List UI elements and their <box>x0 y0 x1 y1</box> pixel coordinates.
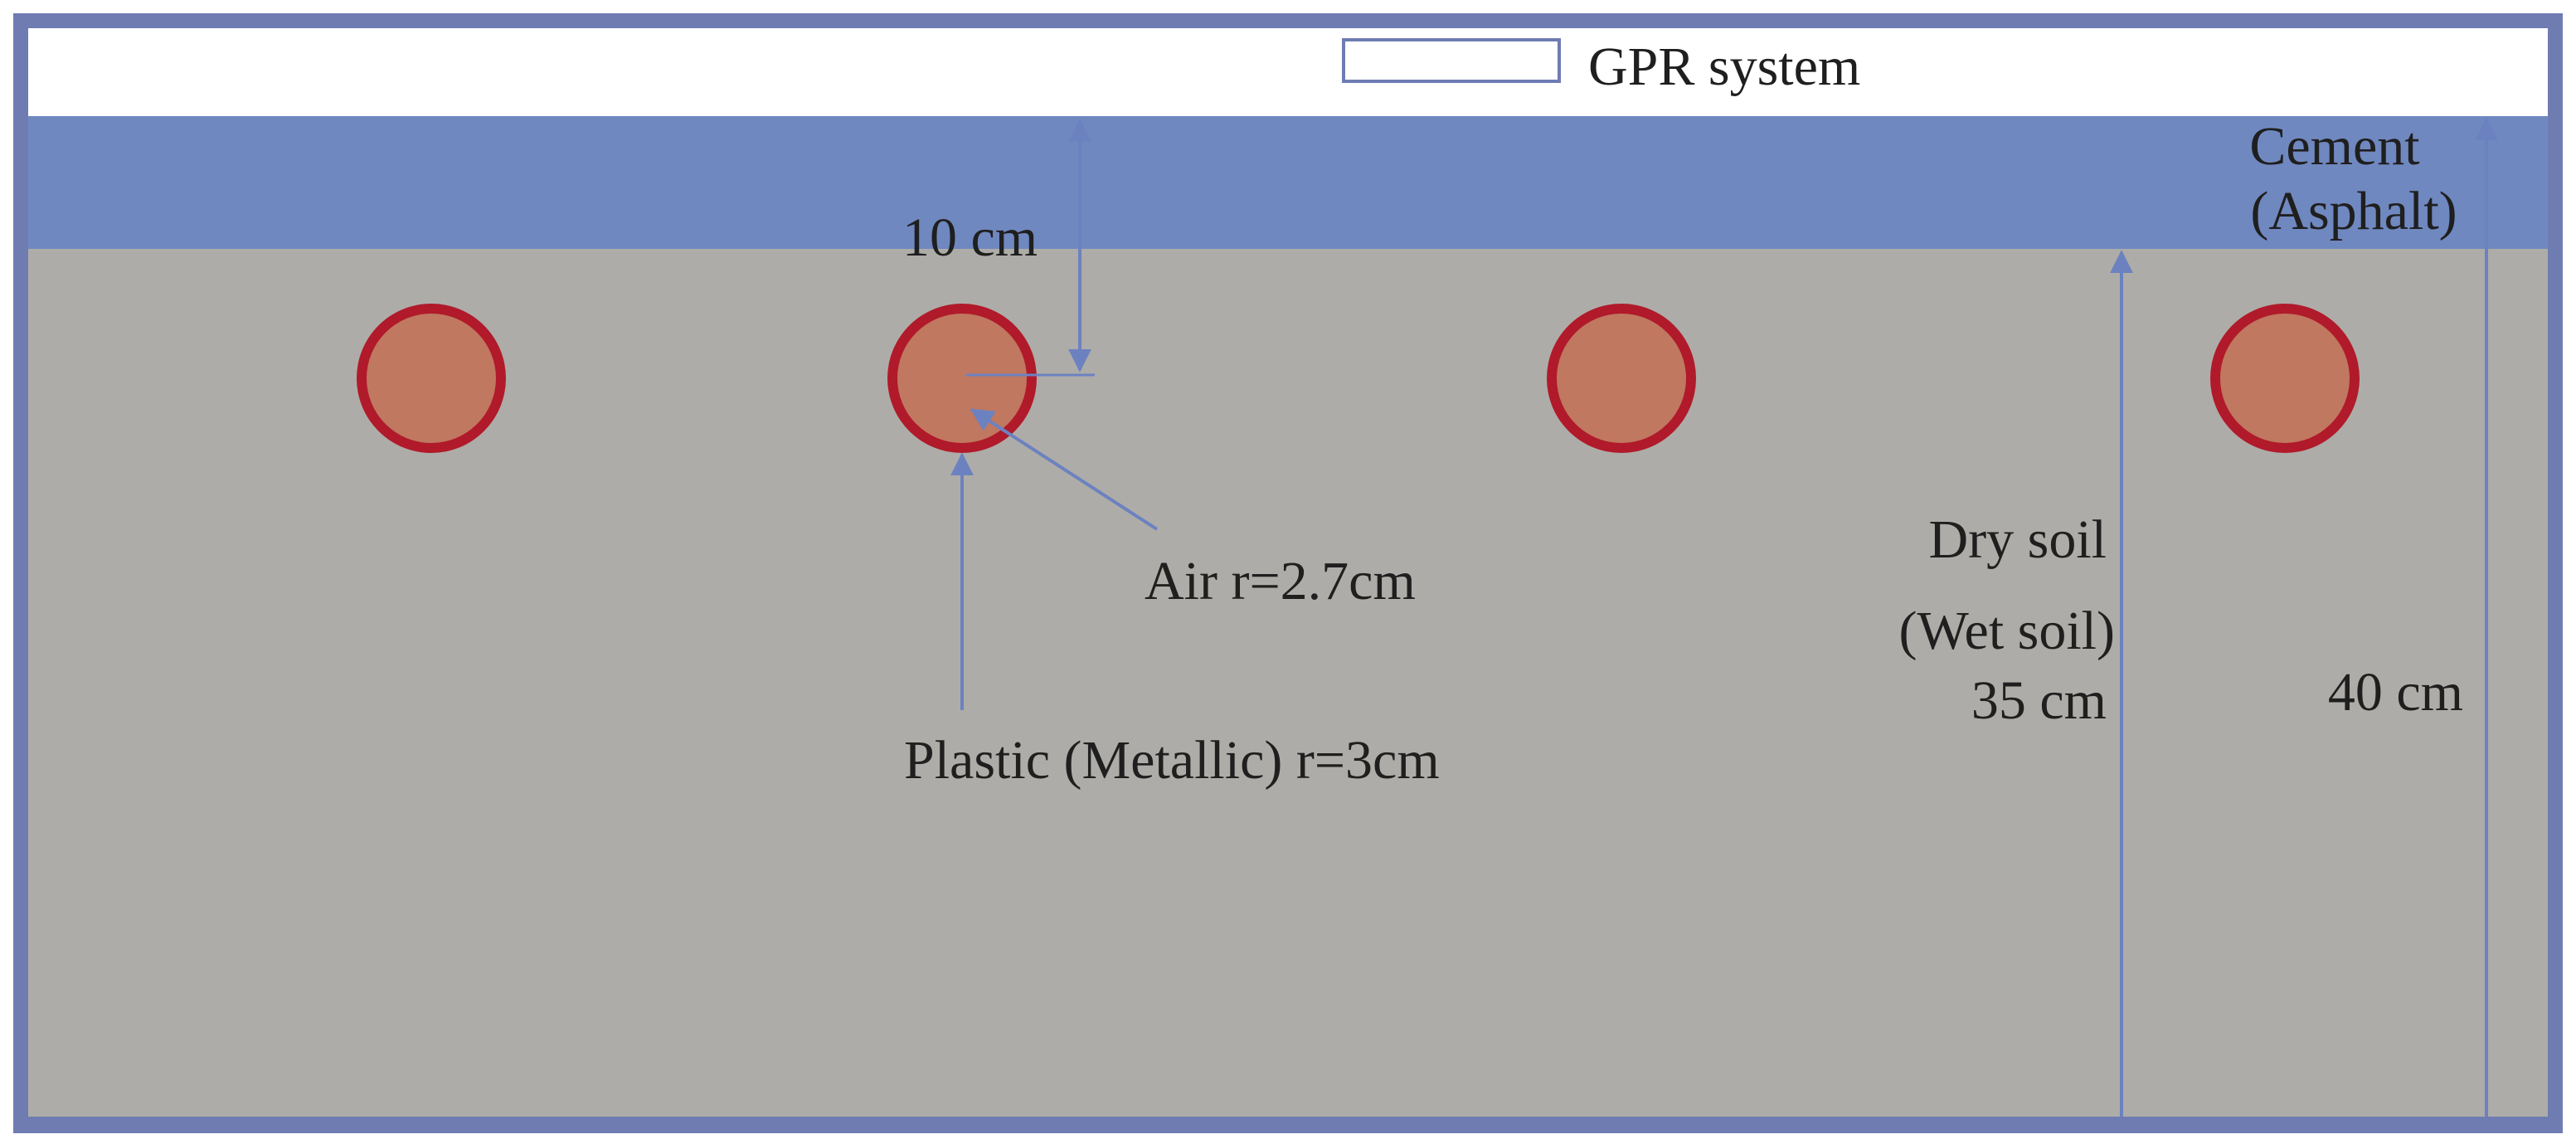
soil-label-line2: (Wet soil) <box>1899 601 2115 661</box>
pipe-2 <box>887 304 1037 453</box>
air-pointer-arrow <box>970 408 1159 531</box>
depth-40cm-label: 40 cm <box>2328 662 2463 723</box>
pipe-1 <box>357 304 506 453</box>
soil-label-line1: Dry soil <box>1929 509 2107 570</box>
pipe-4 <box>2210 304 2360 453</box>
cement-layer <box>28 116 2548 249</box>
cement-label-line1: Cement <box>2249 116 2419 177</box>
gpr-system-box <box>1342 38 1561 83</box>
air-region <box>28 28 2548 116</box>
gpr-system-label: GPR system <box>1588 37 1860 97</box>
depth-10cm-label: 10 cm <box>902 207 1038 268</box>
pipe-3 <box>1547 304 1696 453</box>
pipe-radius-label: Plastic (Metallic) r=3cm <box>904 730 1440 791</box>
depth-35cm-label: 35 cm <box>1971 670 2107 731</box>
air-radius-label: Air r=2.7cm <box>1145 551 1416 611</box>
cement-label-line2: (Asphalt) <box>2250 181 2457 241</box>
